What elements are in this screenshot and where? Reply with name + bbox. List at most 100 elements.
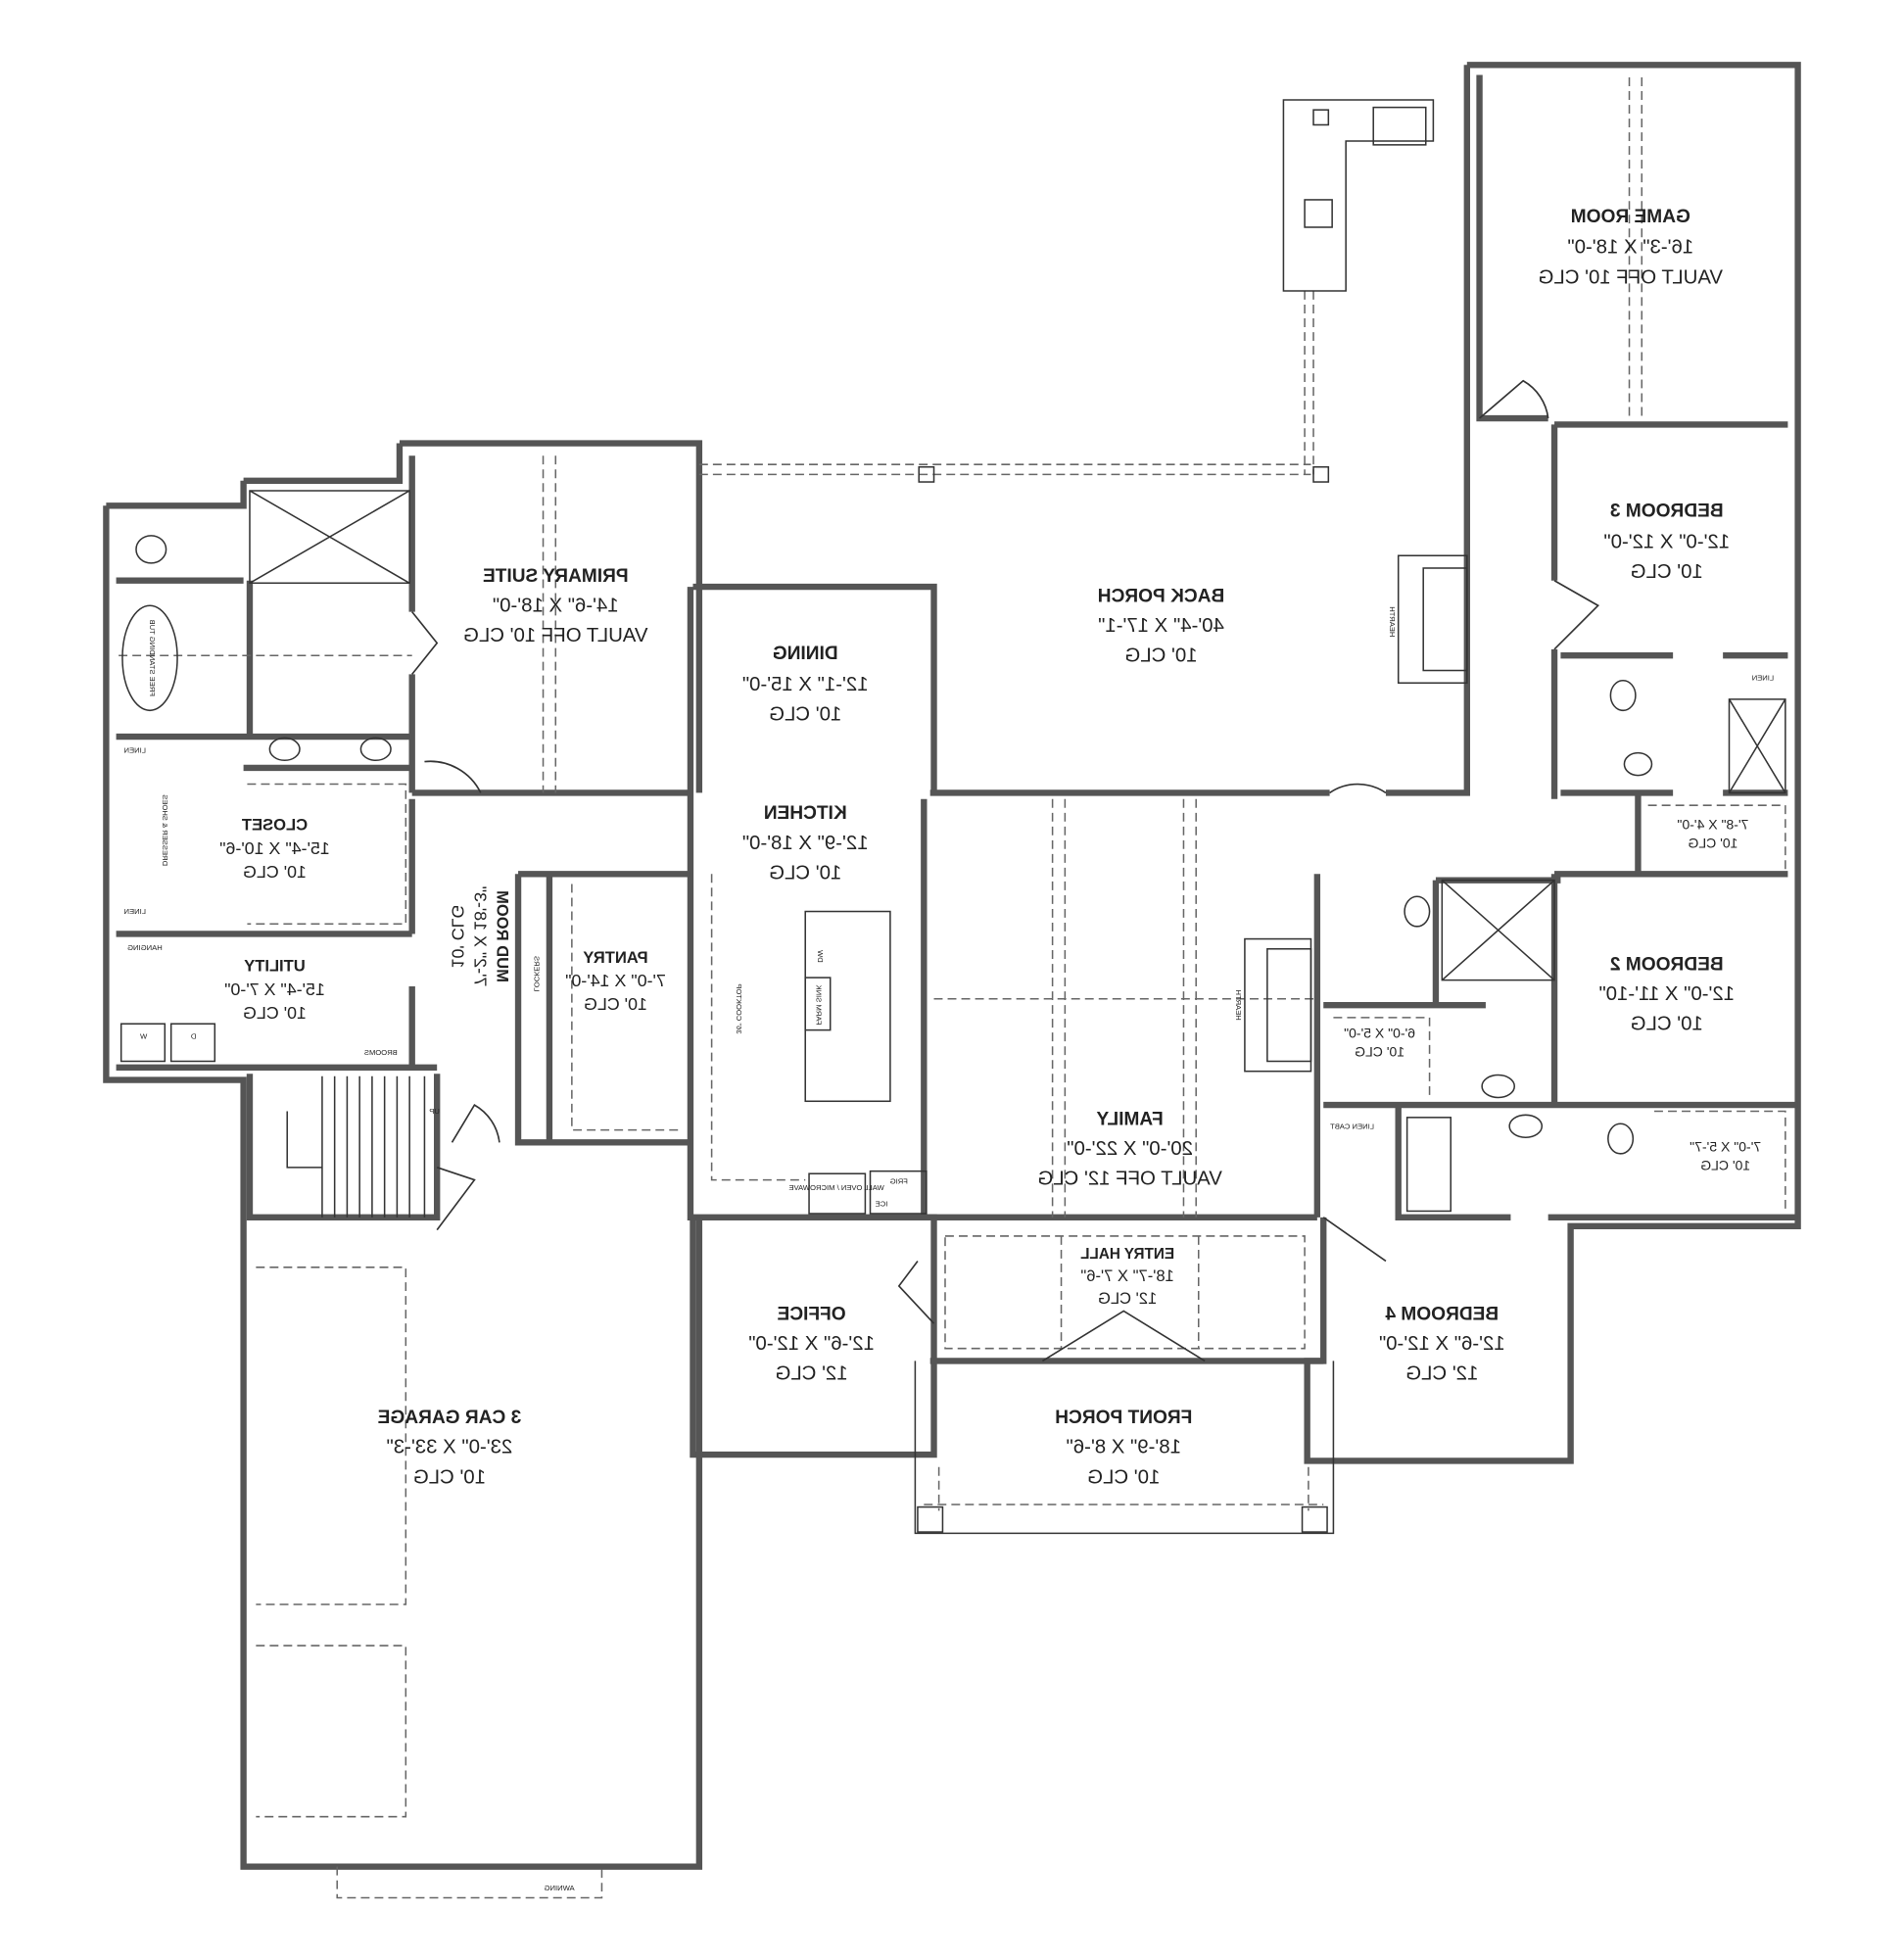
room-label-mud-room: MUD ROOM 7'-2" X 18'-3" 10' CLG	[448, 886, 511, 987]
walls	[103, 62, 1801, 1870]
room-name: 3 CAR GARAGE	[378, 1408, 522, 1428]
dresser-label: DRESSER & SHOES	[161, 794, 169, 866]
room-label-bedroom4: BEDROOM 4 12'-6" X 12'-0" 12' CLG	[1379, 1304, 1505, 1384]
room-ceiling: VAULT OFF 12' CLG	[1037, 1169, 1221, 1190]
room-name: KITCHEN	[764, 803, 847, 824]
room-label-kitchen: KITCHEN 12'-9" X 18'-0" 10' CLG	[742, 803, 869, 884]
brooms-label: BROOMS	[364, 1048, 398, 1057]
lockers-label: LOCKERS	[533, 956, 542, 991]
room-size: 12'-6" X 12'-0"	[1379, 1333, 1505, 1355]
room-size: 15'-4" X 10'-6"	[219, 838, 330, 858]
linen-label: LINEN	[123, 907, 145, 916]
room-size: 7'-0" X 14'-0"	[565, 971, 666, 990]
doors	[411, 379, 1600, 1362]
cooktop-label: 36" COOKTOP	[735, 983, 743, 1033]
room-ceiling: 10' CLG	[1355, 1043, 1404, 1059]
room-ceiling: 12' CLG	[1405, 1363, 1478, 1385]
room-name: UTILITY	[244, 957, 306, 976]
tub-label: FREE STANDING TUB	[148, 619, 157, 696]
room-ceiling: 10' CLG	[1087, 1466, 1160, 1488]
room-label-front-porch: FRONT PORCH 18'-9" X 8'-6" 10' CLG	[1055, 1408, 1192, 1488]
dashed-lines	[119, 77, 1786, 1899]
room-label-dining: DINING 12'-1" X 15'-0" 10' CLG	[742, 644, 869, 725]
room-ceiling: 10' CLG	[413, 1466, 486, 1488]
room-label-entry-hall: ENTRY HALL 18'-7" X 7'-6" 12' CLG	[1080, 1246, 1174, 1308]
frig-label: FRIG	[890, 1176, 908, 1185]
room-label-bath4: 7'-0" X 5'-7" 10' CLG	[1690, 1138, 1761, 1172]
room-ceiling: 10' CLG	[1688, 836, 1737, 851]
linen-label: LINEN	[123, 746, 145, 755]
room-name: MUD ROOM	[493, 890, 511, 982]
ice-label: ICE	[876, 1199, 888, 1208]
room-size: 6'-0" X 5'-0"	[1344, 1025, 1415, 1040]
room-label-game-room: GAME ROOM 16'-3" X 18'-0" VAULT OFF 10' …	[1539, 207, 1723, 288]
room-ceiling: 10' CLG	[1700, 1157, 1750, 1172]
room-name: BEDROOM 3	[1610, 502, 1724, 522]
room-ceiling: VAULT OFF 10' CLG	[463, 625, 647, 646]
room-label-bath3: 7'-8" X 4'-0" 10' CLG	[1677, 816, 1748, 850]
room-label-back-porch: BACK PORCH 40'-4" X 17'-1" 10' CLG	[1098, 586, 1225, 666]
room-ceiling: 10' CLG	[769, 862, 841, 884]
room-label-closet: CLOSET 15'-4" X 10'-6" 10' CLG	[219, 816, 330, 882]
washer-label: W	[139, 1032, 147, 1041]
hearth-label: HEARTH	[1234, 990, 1243, 1021]
room-ceiling: 10' CLG	[448, 905, 467, 969]
hanging-label: HANGING	[127, 943, 163, 952]
room-ceiling: 12' CLG	[1098, 1289, 1157, 1308]
room-size: 7'-0" X 5'-7"	[1690, 1138, 1761, 1154]
room-size: 7'-2" X 18'-3"	[470, 886, 490, 987]
room-name: BEDROOM 2	[1610, 954, 1724, 975]
room-size: 12'-9" X 18'-0"	[742, 833, 869, 854]
room-ceiling: 10' CLG	[243, 1003, 307, 1023]
room-ceiling: 10' CLG	[1124, 645, 1197, 667]
dishwasher-label: DW	[816, 949, 825, 963]
columns	[914, 109, 1335, 1535]
room-name: BEDROOM 4	[1385, 1304, 1499, 1324]
room-name: BACK PORCH	[1098, 586, 1225, 606]
room-label-utility: UTILITY 15'-4" X 7'-0" 10' CLG	[224, 957, 325, 1023]
room-ceiling: 10' CLG	[243, 862, 307, 882]
room-size: 23'-0" X 33'-3"	[387, 1437, 513, 1458]
room-label-garage: 3 CAR GARAGE 23'-0" X 33'-3" 10' CLG	[378, 1408, 522, 1488]
outdoor-kitchen	[1282, 99, 1435, 292]
room-name: PANTRY	[583, 948, 647, 967]
room-size: 7'-8" X 4'-0"	[1677, 816, 1748, 832]
room-name: FRONT PORCH	[1055, 1408, 1192, 1428]
hearth-label: HEARTH	[1388, 606, 1397, 637]
room-label-bedroom2: BEDROOM 2 12'-0" X 11'-10" 10' CLG	[1598, 954, 1735, 1034]
linen-label: LINEN	[1752, 674, 1774, 683]
room-ceiling: 10' CLG	[1631, 561, 1703, 583]
room-label-bath2: 6'-0" X 5'-0" 10' CLG	[1344, 1025, 1415, 1059]
dryer-label: D	[190, 1032, 196, 1041]
room-size: 16'-3" X 18'-0"	[1567, 237, 1693, 259]
room-size: 15'-4" X 7'-0"	[224, 980, 325, 999]
linen-cabt-label: LINEN CABT	[1330, 1122, 1374, 1130]
room-name: FAMILY	[1096, 1110, 1164, 1130]
room-label-office: OFFICE 12'-6" X 12'-0" 12' CLG	[748, 1304, 875, 1384]
room-ceiling: 12' CLG	[776, 1363, 848, 1385]
room-ceiling: 10' CLG	[769, 704, 841, 726]
wall-oven-label: WALL OVEN / MICROWAVE	[788, 1183, 883, 1192]
farm-sink-label: FARM SINK	[815, 985, 824, 1026]
room-size: 12'-1" X 15'-0"	[742, 674, 869, 695]
fixtures	[119, 490, 1786, 1218]
room-size: 20'-0" X 22'-0"	[1067, 1138, 1193, 1160]
room-label-bedroom3: BEDROOM 3 12'-0" X 12'-0" 10' CLG	[1603, 502, 1730, 583]
fixture-labels: LINEN LINEN LINEN HANGING BROOMS LOCKERS…	[123, 606, 1774, 1892]
room-size: 12'-0" X 12'-0"	[1603, 532, 1730, 553]
room-label-family: FAMILY 20'-0" X 22'-0" VAULT OFF 12' CLG	[1037, 1110, 1221, 1190]
room-name: DINING	[773, 644, 838, 664]
awning-label: AWNING	[545, 1884, 575, 1892]
room-name: GAME ROOM	[1571, 207, 1690, 227]
room-label-primary-suite: PRIMARY SUITE 14'-6" X 18'-0" VAULT OFF …	[463, 566, 647, 646]
room-size: 40'-4" X 17'-1"	[1098, 615, 1224, 637]
room-name: PRIMARY SUITE	[483, 566, 629, 587]
room-label-pantry: PANTRY 7'-0" X 14'-0" 10' CLG	[565, 948, 666, 1014]
room-name: ENTRY HALL	[1080, 1246, 1174, 1263]
room-ceiling: 10' CLG	[584, 994, 647, 1014]
room-size: 18'-9" X 8'-6"	[1067, 1437, 1181, 1458]
room-name: CLOSET	[242, 816, 308, 835]
fireplaces	[1244, 554, 1468, 1073]
stairs-up-label: UP	[429, 1107, 440, 1116]
